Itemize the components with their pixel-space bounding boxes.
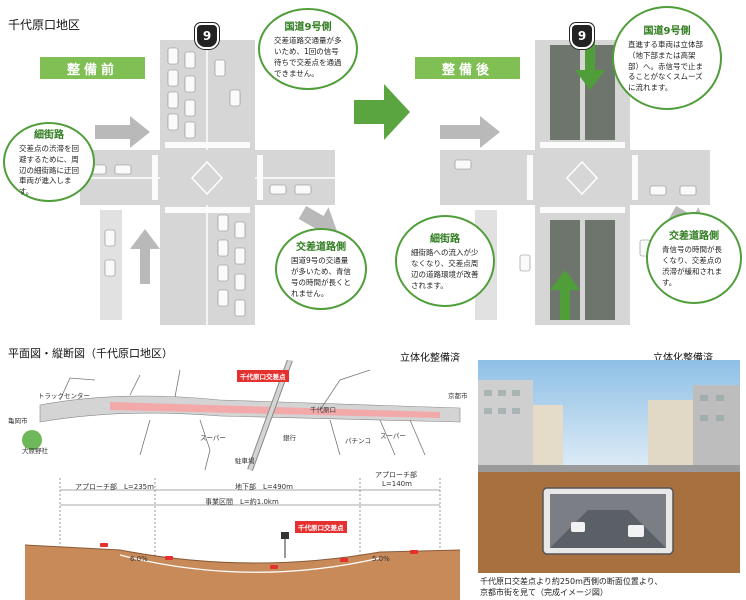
plan-status: 立体化整備済 — [400, 353, 460, 364]
plan-title: 平面図・縦断図（千代原口地区） — [8, 347, 173, 360]
plan-parking-label: 駐車場 — [235, 457, 255, 465]
bubble-body: 細街路への流入が少なくなり、交差点周辺の道路環境が改善されます。 — [411, 248, 479, 290]
plan-profile-drawing — [22, 360, 461, 600]
bubble-title: 国道9号側 — [284, 22, 332, 34]
bubble-title: 細街路 — [430, 234, 460, 246]
profile-intersection-label: 千代原口交差点 — [295, 521, 347, 533]
before-bubble-national-route: 国道9号側 交差道路交通量が多いため、1回の信号待ちで交差点を通過できません。 — [258, 8, 358, 90]
bubble-body: 国道9号の交通量が多いため、青信号の時間が長くとれません。 — [291, 256, 351, 298]
approach-right-title: アプローチ部 — [375, 471, 417, 479]
route-9-shield-icon: 9 — [195, 23, 219, 49]
bubble-body: 交差点の渋滞を回避するために、周辺の細街路に迂回車両が進入します。 — [19, 143, 79, 197]
approach-left-label: アプローチ部 L=235m — [75, 483, 154, 491]
plan-shrine-label: 大原野社 — [22, 447, 48, 455]
after-bubble-cross-road: 交差道路側 青信号の時間が長くなり、交差点の渋滞が緩和されます。 — [646, 212, 742, 304]
bubble-body: 交差道路交通量が多いため、1回の信号待ちで交差点を通過できません。 — [274, 36, 342, 78]
bubble-title: 交差道路側 — [296, 242, 346, 254]
plan-intersection-label: 千代原口交差点 — [237, 370, 289, 382]
before-road-map — [80, 40, 338, 325]
page-title: 千代原口地区 — [8, 18, 81, 32]
bubble-title: 交差道路側 — [669, 231, 719, 243]
after-banner: 整備後 — [415, 57, 520, 79]
before-bubble-cross-road: 交差道路側 国道9号の交通量が多いため、青信号の時間が長くとれません。 — [275, 228, 367, 310]
bubble-body: 直進する車両は立体部（地下部または高架部）へ。赤信号で止まることがなくスムーズに… — [628, 39, 703, 93]
plan-super2-label: スーパー — [380, 432, 406, 440]
after-bubble-national-route: 国道9号側 直進する車両は立体部（地下部または高架部）へ。赤信号で止まることがな… — [612, 6, 722, 110]
photo-caption-line1: 千代原口交差点より約250m西側の断面位置より、 — [480, 577, 663, 586]
after-bubble-side-street: 細街路 細街路への流入が少なくなり、交差点周辺の道路環境が改善されます。 — [395, 215, 495, 307]
photo-caption-line2: 京都市街を見て（完成イメージ図） — [480, 588, 608, 597]
plan-chiyohara-label: 千代原口 — [310, 406, 336, 414]
route-9-shield-icon: 9 — [570, 23, 594, 49]
plan-bank-label: 銀行 — [283, 434, 296, 442]
plan-kameoka-label: 亀岡市 — [8, 417, 28, 425]
plan-super1-label: スーパー — [200, 434, 226, 442]
plan-kyoto-label: 京都市 — [448, 392, 468, 400]
project-section-label: 事業区間 L=約1.0km — [205, 498, 279, 506]
plan-truck-center-label: トラックセンター — [38, 392, 90, 400]
grade-right-label: 5.0% — [372, 555, 390, 563]
bubble-body: 青信号の時間が長くなり、交差点の渋滞が緩和されます。 — [662, 245, 722, 287]
approach-right-label: L=140m — [382, 480, 412, 488]
bubble-title: 国道9号側 — [643, 25, 691, 37]
bubble-title: 細街路 — [34, 129, 64, 141]
before-banner: 整備前 — [40, 57, 145, 79]
before-bubble-side-street: 細街路 交差点の渋滞を回避するために、周辺の細街路に迂回車両が進入します。 — [3, 122, 95, 202]
transition-arrow-icon — [354, 84, 410, 140]
photo-status: 立体化整備済 — [653, 353, 713, 364]
completion-image — [478, 360, 740, 573]
underground-label: 地下部 L=490m — [235, 483, 293, 491]
grade-left-label: 6.0% — [130, 555, 148, 563]
plan-pachinko-label: パチンコ — [345, 437, 371, 445]
